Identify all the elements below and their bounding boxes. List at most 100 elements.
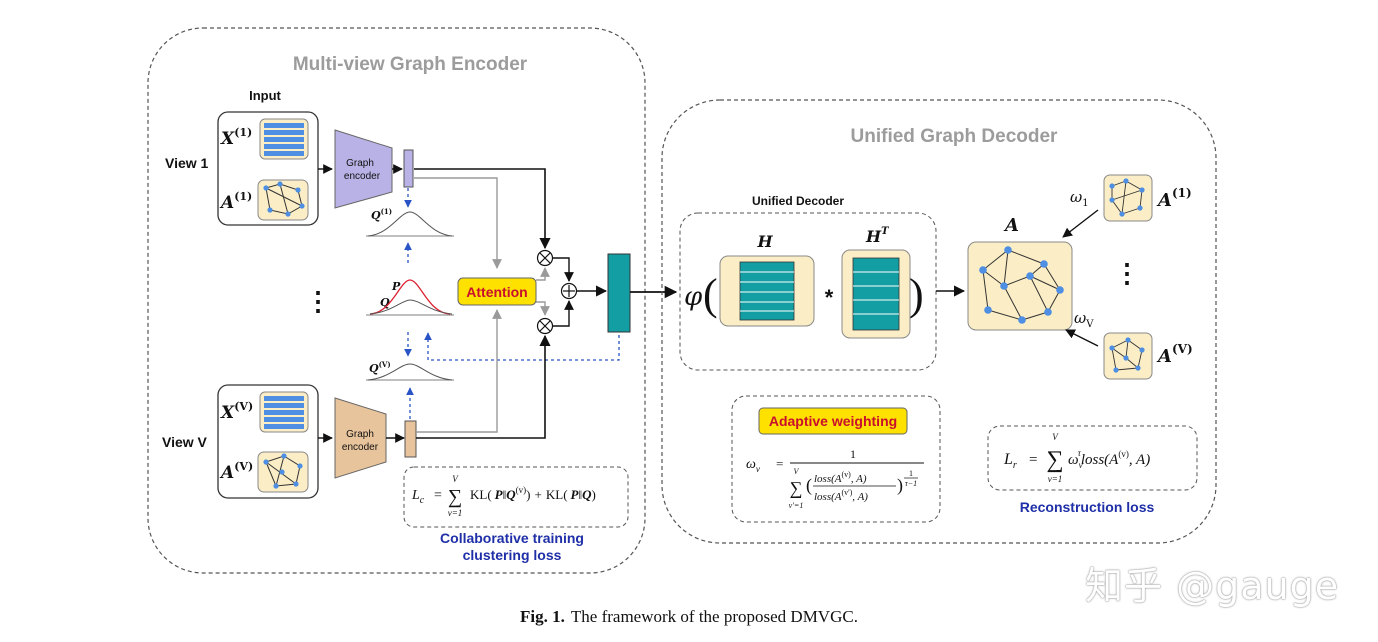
- a1-target-graph: [1103, 174, 1153, 222]
- svg-text:loss(A(v), A): loss(A(v), A): [814, 470, 867, 485]
- svg-text:1: 1: [850, 447, 856, 461]
- svg-text:v=1: v=1: [1048, 474, 1063, 484]
- a1-target-symbol: A(1): [1156, 186, 1192, 211]
- av-target-symbol: A(V): [1156, 342, 1193, 367]
- watermark: 知乎 @gauge: [1085, 564, 1340, 608]
- a1-symbol: A(1): [219, 190, 252, 213]
- left-paren: (: [703, 270, 718, 319]
- svg-text:ωvτloss(A(v), A): ωvτloss(A(v), A): [1068, 448, 1150, 470]
- svg-text:τ−1: τ−1: [905, 479, 917, 488]
- gray-arrow-attention-mult1: [536, 267, 550, 281]
- x1-symbol: X(1): [220, 126, 252, 149]
- phi-symbol: φ: [684, 282, 703, 312]
- embedding-1: [403, 149, 414, 188]
- h-symbol: H: [756, 232, 773, 251]
- svg-text:(: (: [806, 475, 812, 496]
- embedding-v: [404, 420, 417, 458]
- xv-feature-matrix: [259, 391, 309, 433]
- arrow-a1-a: [1062, 209, 1099, 238]
- svg-text:1: 1: [909, 469, 913, 478]
- dashed-arrow-fused-p: [424, 332, 620, 361]
- decoder-panel: [661, 99, 1217, 544]
- adaptive-weighting-label: Adaptive weighting: [769, 413, 897, 429]
- gray-arrow-embed1-attention: [414, 177, 502, 269]
- svg-text:Lr: Lr: [1003, 451, 1017, 471]
- clustering-loss-box: [403, 466, 629, 528]
- viewv-label: View V: [162, 434, 208, 450]
- reconstruction-loss-caption: Reconstruction loss: [1020, 499, 1155, 515]
- av-symbol: A(V): [219, 460, 253, 483]
- x1-feature-matrix: [259, 118, 309, 160]
- clustering-loss-caption-2: clustering loss: [463, 547, 562, 563]
- multiply-star: *: [825, 285, 834, 310]
- decoder-title: Unified Graph Decoder: [851, 126, 1059, 147]
- qv-distribution-curve: [367, 363, 453, 381]
- svg-text:∑: ∑: [790, 478, 803, 498]
- reconstruction-loss-formula: Lr = V ∑ v=1 ωvτloss(A(v), A): [1003, 432, 1150, 484]
- svg-text:v=1: v=1: [448, 508, 463, 518]
- clustering-loss-caption-1: Collaborative training: [440, 530, 584, 546]
- svg-text:=: =: [1029, 452, 1037, 468]
- arrow-av-a: [1065, 329, 1099, 347]
- svg-text:Lc: Lc: [411, 488, 425, 506]
- adaptive-weight-formula: ωv = 1 V ∑ v'=1 ( loss(A(v), A) loss(A(v…: [746, 447, 924, 510]
- xv-symbol: X(V): [220, 400, 253, 423]
- gray-arrow-embedv-attention: [416, 309, 502, 433]
- p-symbol: P: [391, 280, 401, 293]
- svg-text:V: V: [794, 467, 800, 476]
- svg-text:V: V: [452, 474, 459, 484]
- figure-caption-label: Fig. 1.: [520, 607, 565, 626]
- attention-box: [457, 277, 537, 306]
- graph-encoder-v-line2: encoder: [342, 442, 379, 453]
- right-paren: ): [909, 270, 924, 319]
- svg-text:=: =: [434, 488, 442, 503]
- svg-text:): ): [897, 475, 903, 496]
- reconstructed-graph: [967, 241, 1073, 331]
- q-symbol: Q: [380, 296, 390, 309]
- av-target-graph: [1103, 332, 1153, 380]
- a1-graph-icon: [257, 179, 309, 221]
- graph-encoder-v-line1: Graph: [346, 429, 374, 440]
- svg-text:loss(A(v'), A): loss(A(v'), A): [814, 488, 868, 503]
- svg-text:∑: ∑: [448, 486, 462, 508]
- encoder-title: Multi-view Graph Encoder: [293, 54, 528, 75]
- p-distribution-curve: [369, 279, 451, 315]
- adaptive-weighting-badge: [758, 407, 908, 435]
- q1-distribution-curve: [367, 211, 453, 237]
- graph-encoder-1-line2: encoder: [344, 171, 381, 182]
- figure-caption-text: The framework of the proposed DMVGC.: [570, 607, 858, 626]
- qv-symbol: Q(V): [369, 360, 391, 375]
- svg-text:∑: ∑: [1046, 447, 1063, 473]
- graph-encoder-1: [334, 129, 393, 209]
- reconstruction-loss-box: [987, 425, 1198, 491]
- svg-text:v'=1: v'=1: [789, 501, 804, 510]
- arrow-embed1-mult1: [414, 168, 551, 250]
- fused-embedding: [607, 253, 631, 333]
- arrow-embedv-multv: [416, 334, 551, 439]
- av-graph-icon: [257, 451, 309, 493]
- input-label: Input: [249, 88, 281, 103]
- svg-text:KL(P‖Q(v))+KL(P‖Q): KL(P‖Q(v))+KL(P‖Q): [470, 485, 596, 502]
- attention-label: Attention: [466, 284, 527, 300]
- omega1-symbol: ω1: [1070, 188, 1089, 209]
- svg-text:=: =: [776, 456, 783, 471]
- target-ellipsis: ⋮: [1114, 258, 1140, 288]
- arrow-multv-add: [553, 300, 574, 327]
- graph-encoder-v: [334, 397, 387, 479]
- view1-label: View 1: [165, 155, 209, 171]
- multiply-op-1: [536, 249, 554, 267]
- svg-text:ωv: ωv: [746, 457, 760, 474]
- arrow-mult1-add: [553, 257, 574, 282]
- q-distribution-curve: [369, 299, 453, 315]
- h-matrix: [719, 255, 815, 327]
- graph-encoder-1-line1: Graph: [346, 158, 374, 169]
- a-symbol: A: [1003, 215, 1019, 236]
- figure-caption: Fig. 1. The framework of the proposed DMV…: [0, 607, 1378, 627]
- ht-symbol: HT: [865, 226, 890, 246]
- clustering-loss-formula: Lc = V ∑ v=1 KL(P‖Q(v))+KL(P‖Q): [411, 474, 596, 518]
- omegav-symbol: ωV: [1074, 309, 1094, 330]
- ht-matrix: [841, 249, 911, 339]
- multiply-op-v: [536, 317, 554, 335]
- q1-symbol: Q(1): [371, 207, 392, 222]
